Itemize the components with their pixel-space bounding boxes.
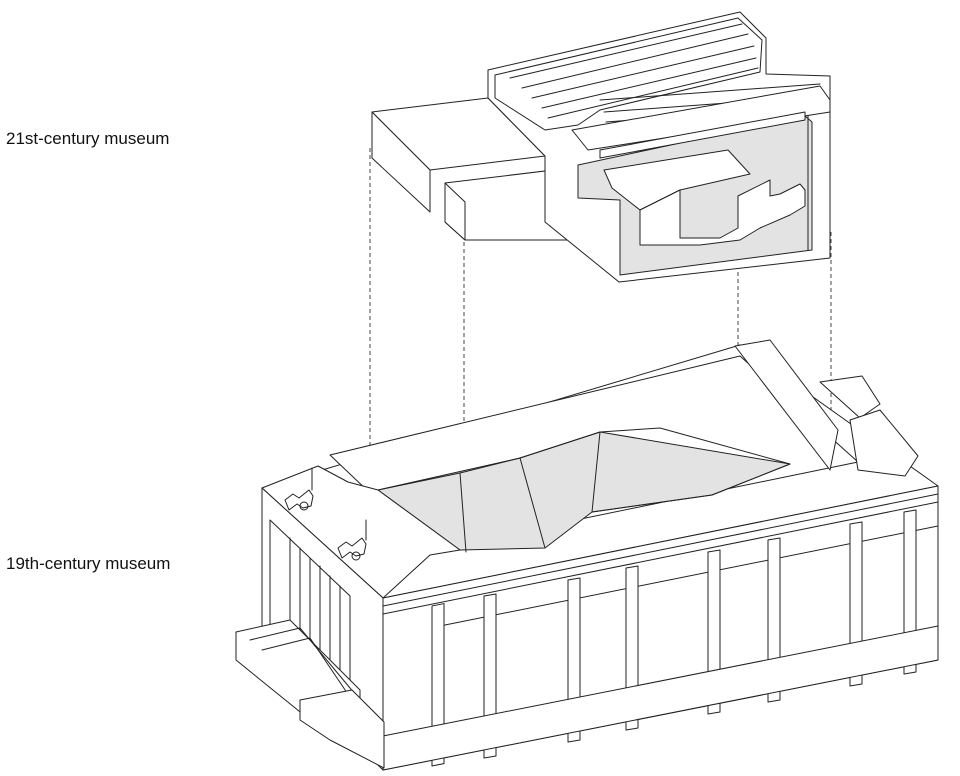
rooftop-sculpture-left <box>284 467 314 511</box>
modern-museum-volume <box>371 11 831 283</box>
historic-museum-volume <box>235 339 939 771</box>
solar-panel-grid <box>509 23 825 123</box>
label-21st-century-museum: 21st-century museum <box>6 129 170 148</box>
rooftop-sculpture-right <box>337 519 367 561</box>
label-19th-century-museum: 19th-century museum <box>6 554 171 573</box>
